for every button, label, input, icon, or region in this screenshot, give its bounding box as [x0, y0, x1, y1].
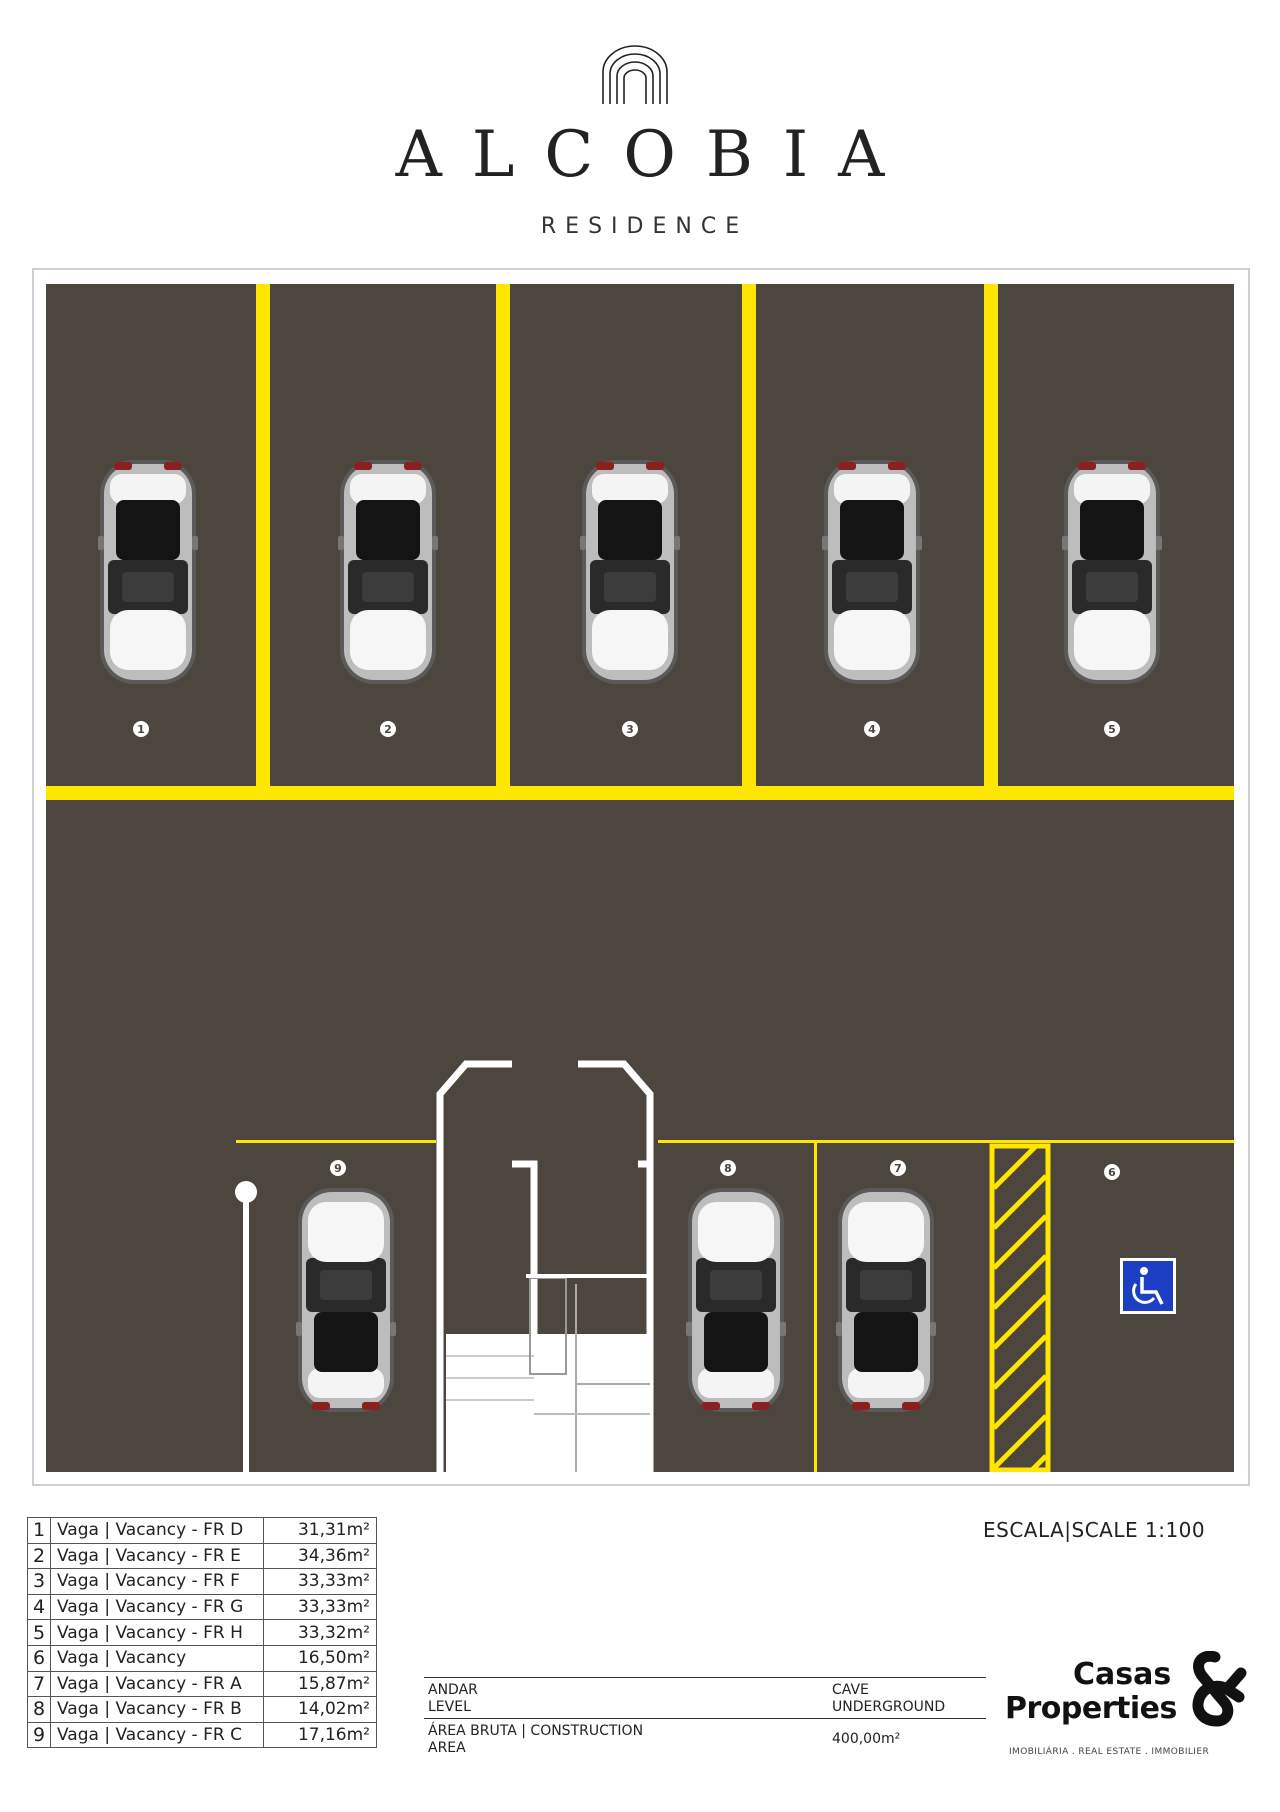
bottom-row-lines	[236, 1140, 1234, 1472]
car-5	[1062, 460, 1162, 684]
brand-name: ALCOBIA	[395, 118, 915, 192]
space-number-6: 6	[1108, 1166, 1116, 1179]
info-block: ANDAR LEVEL CAVE UNDERGROUND ÁREA BRUTA …	[424, 1677, 986, 1759]
vacancy-area: 17,16m²	[263, 1721, 377, 1749]
vacancy-number: 3	[27, 1568, 51, 1595]
table-row: 6 Vaga | Vacancy 16,50m²	[27, 1644, 377, 1672]
area-label-1: ÁREA BRUTA | CONSTRUCTION	[428, 1723, 644, 1739]
vacancy-area: 34,36m²	[263, 1542, 377, 1570]
vacancy-description: Vaga | Vacancy - FR E	[50, 1542, 264, 1570]
vacancy-area: 15,87m²	[263, 1670, 377, 1698]
logo-line-2: Properties	[1005, 1691, 1177, 1726]
vacancy-area: 33,33m²	[263, 1568, 377, 1595]
space-number-8: 8	[724, 1162, 732, 1175]
divider	[424, 1677, 986, 1678]
wheelchair-icon	[1120, 1258, 1176, 1314]
space-number-2: 2	[384, 723, 392, 736]
vacancy-number: 9	[27, 1721, 51, 1749]
vacancy-area: 33,33m²	[263, 1593, 377, 1621]
white-guide-line	[235, 1181, 257, 1472]
car-7	[836, 1188, 936, 1412]
vacancy-description: Vaga | Vacancy - FR C	[50, 1721, 264, 1749]
level-value-pt: CAVE	[832, 1682, 869, 1698]
space-number-3: 3	[626, 723, 634, 736]
space-number-1: 1	[137, 723, 145, 736]
area-label-2: AREA	[428, 1740, 466, 1756]
stair-block	[526, 1274, 650, 1278]
stairs-detail	[446, 1277, 650, 1472]
level-value-en: UNDERGROUND	[832, 1699, 946, 1715]
table-row: 8 Vaga | Vacancy - FR B 14,02m²	[27, 1696, 377, 1723]
vacancy-area: 16,50m²	[263, 1644, 377, 1672]
hatched-zone	[989, 1143, 1051, 1472]
table-row: 2 Vaga | Vacancy - FR E 34,36m²	[27, 1542, 377, 1570]
car-8	[686, 1188, 786, 1412]
scale-label: ESCALA|SCALE 1:100	[983, 1518, 1206, 1542]
vacancy-number: 7	[27, 1670, 51, 1698]
vacancy-number: 4	[27, 1593, 51, 1621]
car-1	[98, 460, 198, 684]
ampersand-logo-icon	[1192, 1651, 1247, 1727]
logo-tagline: IMOBILIÁRIA . REAL ESTATE . IMMOBILIER	[1009, 1747, 1210, 1757]
level-label-en: LEVEL	[428, 1699, 471, 1715]
vacancy-number: 8	[27, 1696, 51, 1723]
space-number-9: 9	[334, 1162, 342, 1175]
vacancy-area: 33,32m²	[263, 1619, 377, 1646]
table-row: 9 Vaga | Vacancy - FR C 17,16m²	[27, 1721, 377, 1749]
vacancy-description: Vaga | Vacancy - FR D	[50, 1517, 264, 1544]
vacancy-description: Vaga | Vacancy - FR F	[50, 1568, 264, 1595]
parking-plan: 1 2 3 4 5 6 7 8 9	[46, 284, 1234, 1472]
vacancy-number: 1	[27, 1517, 51, 1544]
level-row: ANDAR LEVEL CAVE UNDERGROUND	[424, 1678, 986, 1718]
car-9	[296, 1188, 396, 1412]
top-row-lines	[46, 284, 1234, 800]
brand-subtitle: RESIDENCE	[540, 214, 749, 239]
logo-line-1: Casas	[1073, 1657, 1172, 1692]
table-row: 1 Vaga | Vacancy - FR D 31,31m²	[27, 1517, 377, 1544]
company-logo: Casas Properties IMOBILIÁRIA . REAL ESTA…	[1005, 1651, 1255, 1767]
car-2	[338, 460, 438, 684]
vacancy-description: Vaga | Vacancy	[50, 1644, 264, 1672]
area-row: ÁREA BRUTA | CONSTRUCTION AREA 400,00m²	[424, 1719, 986, 1759]
vacancy-description: Vaga | Vacancy - FR A	[50, 1670, 264, 1698]
table-row: 5 Vaga | Vacancy - FR H 33,32m²	[27, 1619, 377, 1646]
arch-logo-icon	[602, 45, 668, 104]
vacancy-description: Vaga | Vacancy - FR B	[50, 1696, 264, 1723]
vacancy-number: 5	[27, 1619, 51, 1646]
vacancy-description: Vaga | Vacancy - FR H	[50, 1619, 264, 1646]
divider	[424, 1718, 986, 1719]
vacancy-number: 2	[27, 1542, 51, 1570]
stairs	[446, 1334, 650, 1472]
vacancy-description: Vaga | Vacancy - FR G	[50, 1593, 264, 1621]
vacancy-table: 1 Vaga | Vacancy - FR D 31,31m² 2 Vaga |…	[27, 1517, 377, 1749]
car-3	[580, 460, 680, 684]
area-value: 400,00m²	[832, 1731, 901, 1747]
space-number-7: 7	[894, 1162, 902, 1175]
car-4	[822, 460, 922, 684]
vacancy-area: 14,02m²	[263, 1696, 377, 1723]
table-row: 3 Vaga | Vacancy - FR F 33,33m²	[27, 1568, 377, 1595]
vacancy-number: 6	[27, 1644, 51, 1672]
table-row: 4 Vaga | Vacancy - FR G 33,33m²	[27, 1593, 377, 1621]
vacancy-area: 31,31m²	[263, 1517, 377, 1544]
table-row: 7 Vaga | Vacancy - FR A 15,87m²	[27, 1670, 377, 1698]
brand-header: ALCOBIA RESIDENCE	[0, 0, 1280, 260]
space-number-4: 4	[868, 723, 876, 736]
space-number-5: 5	[1108, 723, 1116, 736]
level-label-pt: ANDAR	[428, 1682, 478, 1698]
